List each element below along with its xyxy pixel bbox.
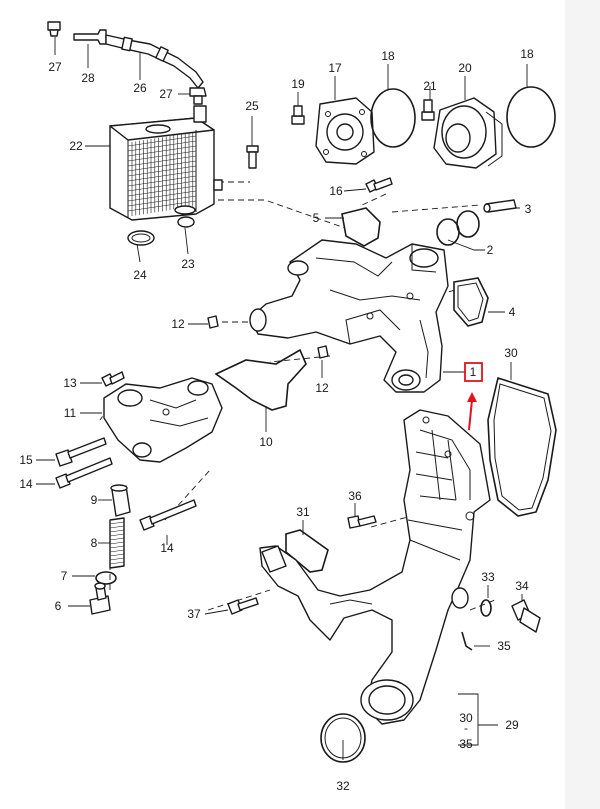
callout-13-23: 13 (63, 376, 77, 390)
callout-22-4: 22 (69, 139, 83, 153)
spring-8 (109, 517, 125, 569)
callout-18-10: 18 (381, 49, 395, 63)
plug-12a (207, 315, 219, 329)
water-pump-20 (433, 97, 503, 169)
bolt-13 (101, 371, 125, 387)
callout-12-20: 12 (315, 381, 329, 395)
callout-30-39: 30 (459, 711, 473, 725)
callout-35-41: 35 (459, 737, 473, 751)
callout-7-33: 7 (61, 569, 68, 583)
callout-1-21: 1 (470, 365, 477, 379)
callout-10-25: 10 (259, 435, 273, 449)
callout-30-22: 30 (504, 346, 518, 360)
clip-35 (461, 631, 473, 651)
callout-21-11: 21 (423, 79, 437, 93)
hose-assembly (47, 21, 207, 105)
callout-35-38: 35 (497, 639, 511, 653)
bolt-21 (421, 99, 435, 121)
thermostat-9 (110, 484, 131, 517)
bolt-16 (365, 177, 393, 193)
callout-6-36: 6 (55, 599, 62, 613)
callout-23-7: 23 (181, 257, 195, 271)
callout-18-13: 18 (520, 47, 534, 61)
bolt-36 (347, 515, 377, 529)
seal-ring-23 (177, 216, 195, 228)
page-edge (565, 0, 600, 809)
callout-17-9: 17 (328, 61, 342, 75)
callout-5-15: 5 (313, 211, 320, 225)
seal-ring-7 (95, 571, 117, 585)
callout-16-14: 16 (329, 184, 343, 198)
coolant-housing-1 (249, 239, 449, 393)
callout-4-18: 4 (509, 305, 516, 319)
o-ring-18b (506, 86, 556, 148)
callout-31-30: 31 (296, 505, 310, 519)
callout-15-26: 15 (19, 453, 33, 467)
oil-cooler (109, 105, 223, 221)
bolt-15 (55, 437, 107, 467)
callout-26-2: 26 (133, 81, 147, 95)
highlight-marker (464, 362, 483, 431)
bolt-14a (55, 457, 113, 489)
o-ring-2a (456, 210, 480, 238)
bolt-37 (227, 597, 259, 615)
seal-ring-24 (127, 230, 155, 246)
o-ring-33 (480, 599, 492, 617)
callout-9-28: 9 (91, 493, 98, 507)
callout-32-43: 32 (336, 779, 350, 793)
callout-24-6: 24 (133, 268, 147, 282)
gasket-10 (214, 348, 307, 411)
callout-37-37: 37 (187, 607, 201, 621)
bolt-19 (291, 105, 305, 125)
callout-8-31: 8 (91, 536, 98, 550)
callout-dash-40: - (464, 721, 468, 735)
callout-12-19: 12 (171, 317, 185, 331)
callout-36-29: 36 (348, 489, 362, 503)
bolt-14b (139, 499, 197, 531)
callout-29-42: 29 (505, 718, 519, 732)
callout-27-0: 27 (48, 60, 62, 74)
callout-19-8: 19 (291, 77, 305, 91)
callout-34-35: 34 (515, 579, 529, 593)
sensor-34 (511, 599, 541, 633)
coolant-manifold (259, 409, 491, 725)
callout-20-12: 20 (458, 61, 472, 75)
callout-2-17: 2 (487, 243, 494, 257)
callout-3-16: 3 (525, 202, 532, 216)
callout-27-3: 27 (159, 87, 173, 101)
callout-11-24: 11 (64, 406, 77, 420)
hose-clamp-32 (320, 713, 366, 763)
gasket-5 (341, 207, 381, 247)
bolt-25 (246, 145, 259, 169)
callout-14-32: 14 (160, 541, 174, 555)
callout-25-5: 25 (245, 99, 259, 113)
gasket-4 (453, 277, 489, 327)
callout-28-1: 28 (81, 71, 95, 85)
plug-12b (317, 345, 329, 359)
o-ring-2b (436, 218, 460, 246)
pump-housing-17 (315, 97, 375, 165)
thermostat-housing-11 (103, 377, 223, 463)
pin-3 (483, 199, 517, 213)
callout-33-34: 33 (481, 570, 495, 584)
plug-6 (89, 582, 111, 615)
gasket-31 (285, 529, 329, 573)
callout-14-27: 14 (19, 477, 33, 491)
gasket-30 (487, 376, 557, 517)
o-ring-18 (370, 88, 416, 148)
